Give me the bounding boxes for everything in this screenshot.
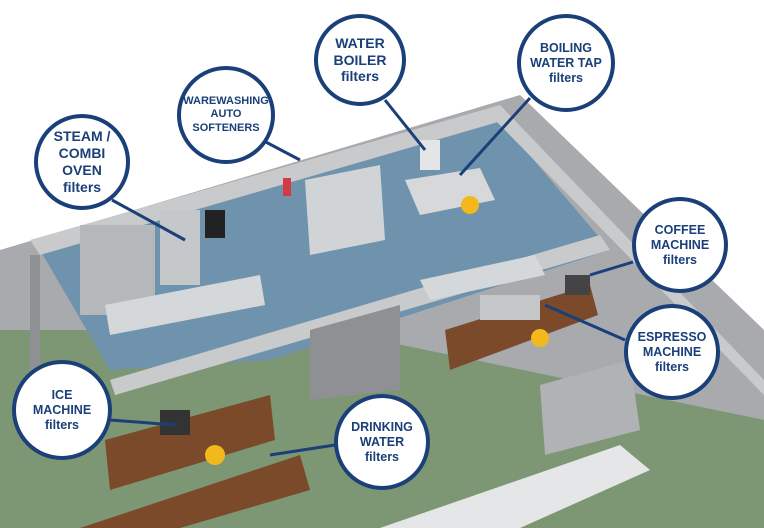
label-line: filters: [654, 359, 690, 374]
label-line: filters: [340, 68, 380, 85]
label-line: STEAM /: [53, 128, 111, 145]
label-line: MACHINE: [642, 344, 702, 359]
label-line: WATER TAP: [530, 55, 602, 70]
label-line: ESPRESSO: [637, 329, 707, 344]
label-line: AUTO: [210, 108, 242, 121]
label-line: SOFTENERS: [192, 121, 260, 134]
water-boiler: [420, 140, 440, 170]
callout-coffee-machine: COFFEE MACHINE filters: [632, 197, 728, 293]
label-line: COMBI: [58, 145, 106, 162]
callout-steam-oven: STEAM / COMBI OVEN filters: [34, 114, 130, 210]
dishwasher: [305, 165, 385, 255]
label-line: BOILING: [539, 40, 593, 55]
label-line: ICE: [51, 387, 73, 402]
leader-lines: [109, 96, 634, 457]
label-line: OVEN: [62, 162, 102, 178]
callout-drinking-water: DRINKING WATER filters: [334, 394, 430, 490]
back-wall-top: [30, 105, 505, 255]
label-line: WAREWASHING: [183, 95, 269, 108]
dining-table: [380, 445, 650, 528]
label-line: COFFEE: [654, 222, 706, 237]
label-line: BOILER: [333, 51, 387, 68]
label-line: MACHINE: [650, 237, 710, 252]
callout-warewashing: WAREWASHING AUTO SOFTENERS: [177, 66, 275, 164]
espresso-machine: [480, 295, 540, 320]
callout-ice-machine: ICE MACHINE filters: [12, 360, 112, 460]
callout-boiling-water-tap: BOILING WATER TAP filters: [517, 14, 615, 112]
label-line: MACHINE: [32, 402, 92, 417]
espresso-counter: [445, 285, 598, 370]
staff-person: [205, 445, 225, 465]
callout-espresso-machine: ESPRESSO MACHINE filters: [624, 304, 720, 400]
coffee-machine: [565, 275, 590, 295]
softener-cylinder: [283, 178, 291, 196]
label-line: filters: [364, 449, 400, 464]
label-line: WATER: [359, 434, 405, 449]
bar-counter: [105, 395, 275, 490]
pass-counter: [105, 275, 265, 335]
label-line: DRINKING: [351, 419, 413, 434]
callout-water-boiler: WATER BOILER filters: [314, 14, 406, 106]
doors: [310, 305, 400, 400]
label-line: filters: [44, 417, 80, 432]
softener-unit: [205, 210, 225, 238]
label-line: filters: [62, 178, 102, 195]
label-line: WATER: [335, 34, 385, 51]
label-line: filters: [548, 70, 584, 85]
ice-machine: [160, 410, 190, 435]
label-line: filters: [662, 252, 698, 267]
drinking-counter: [80, 455, 310, 528]
